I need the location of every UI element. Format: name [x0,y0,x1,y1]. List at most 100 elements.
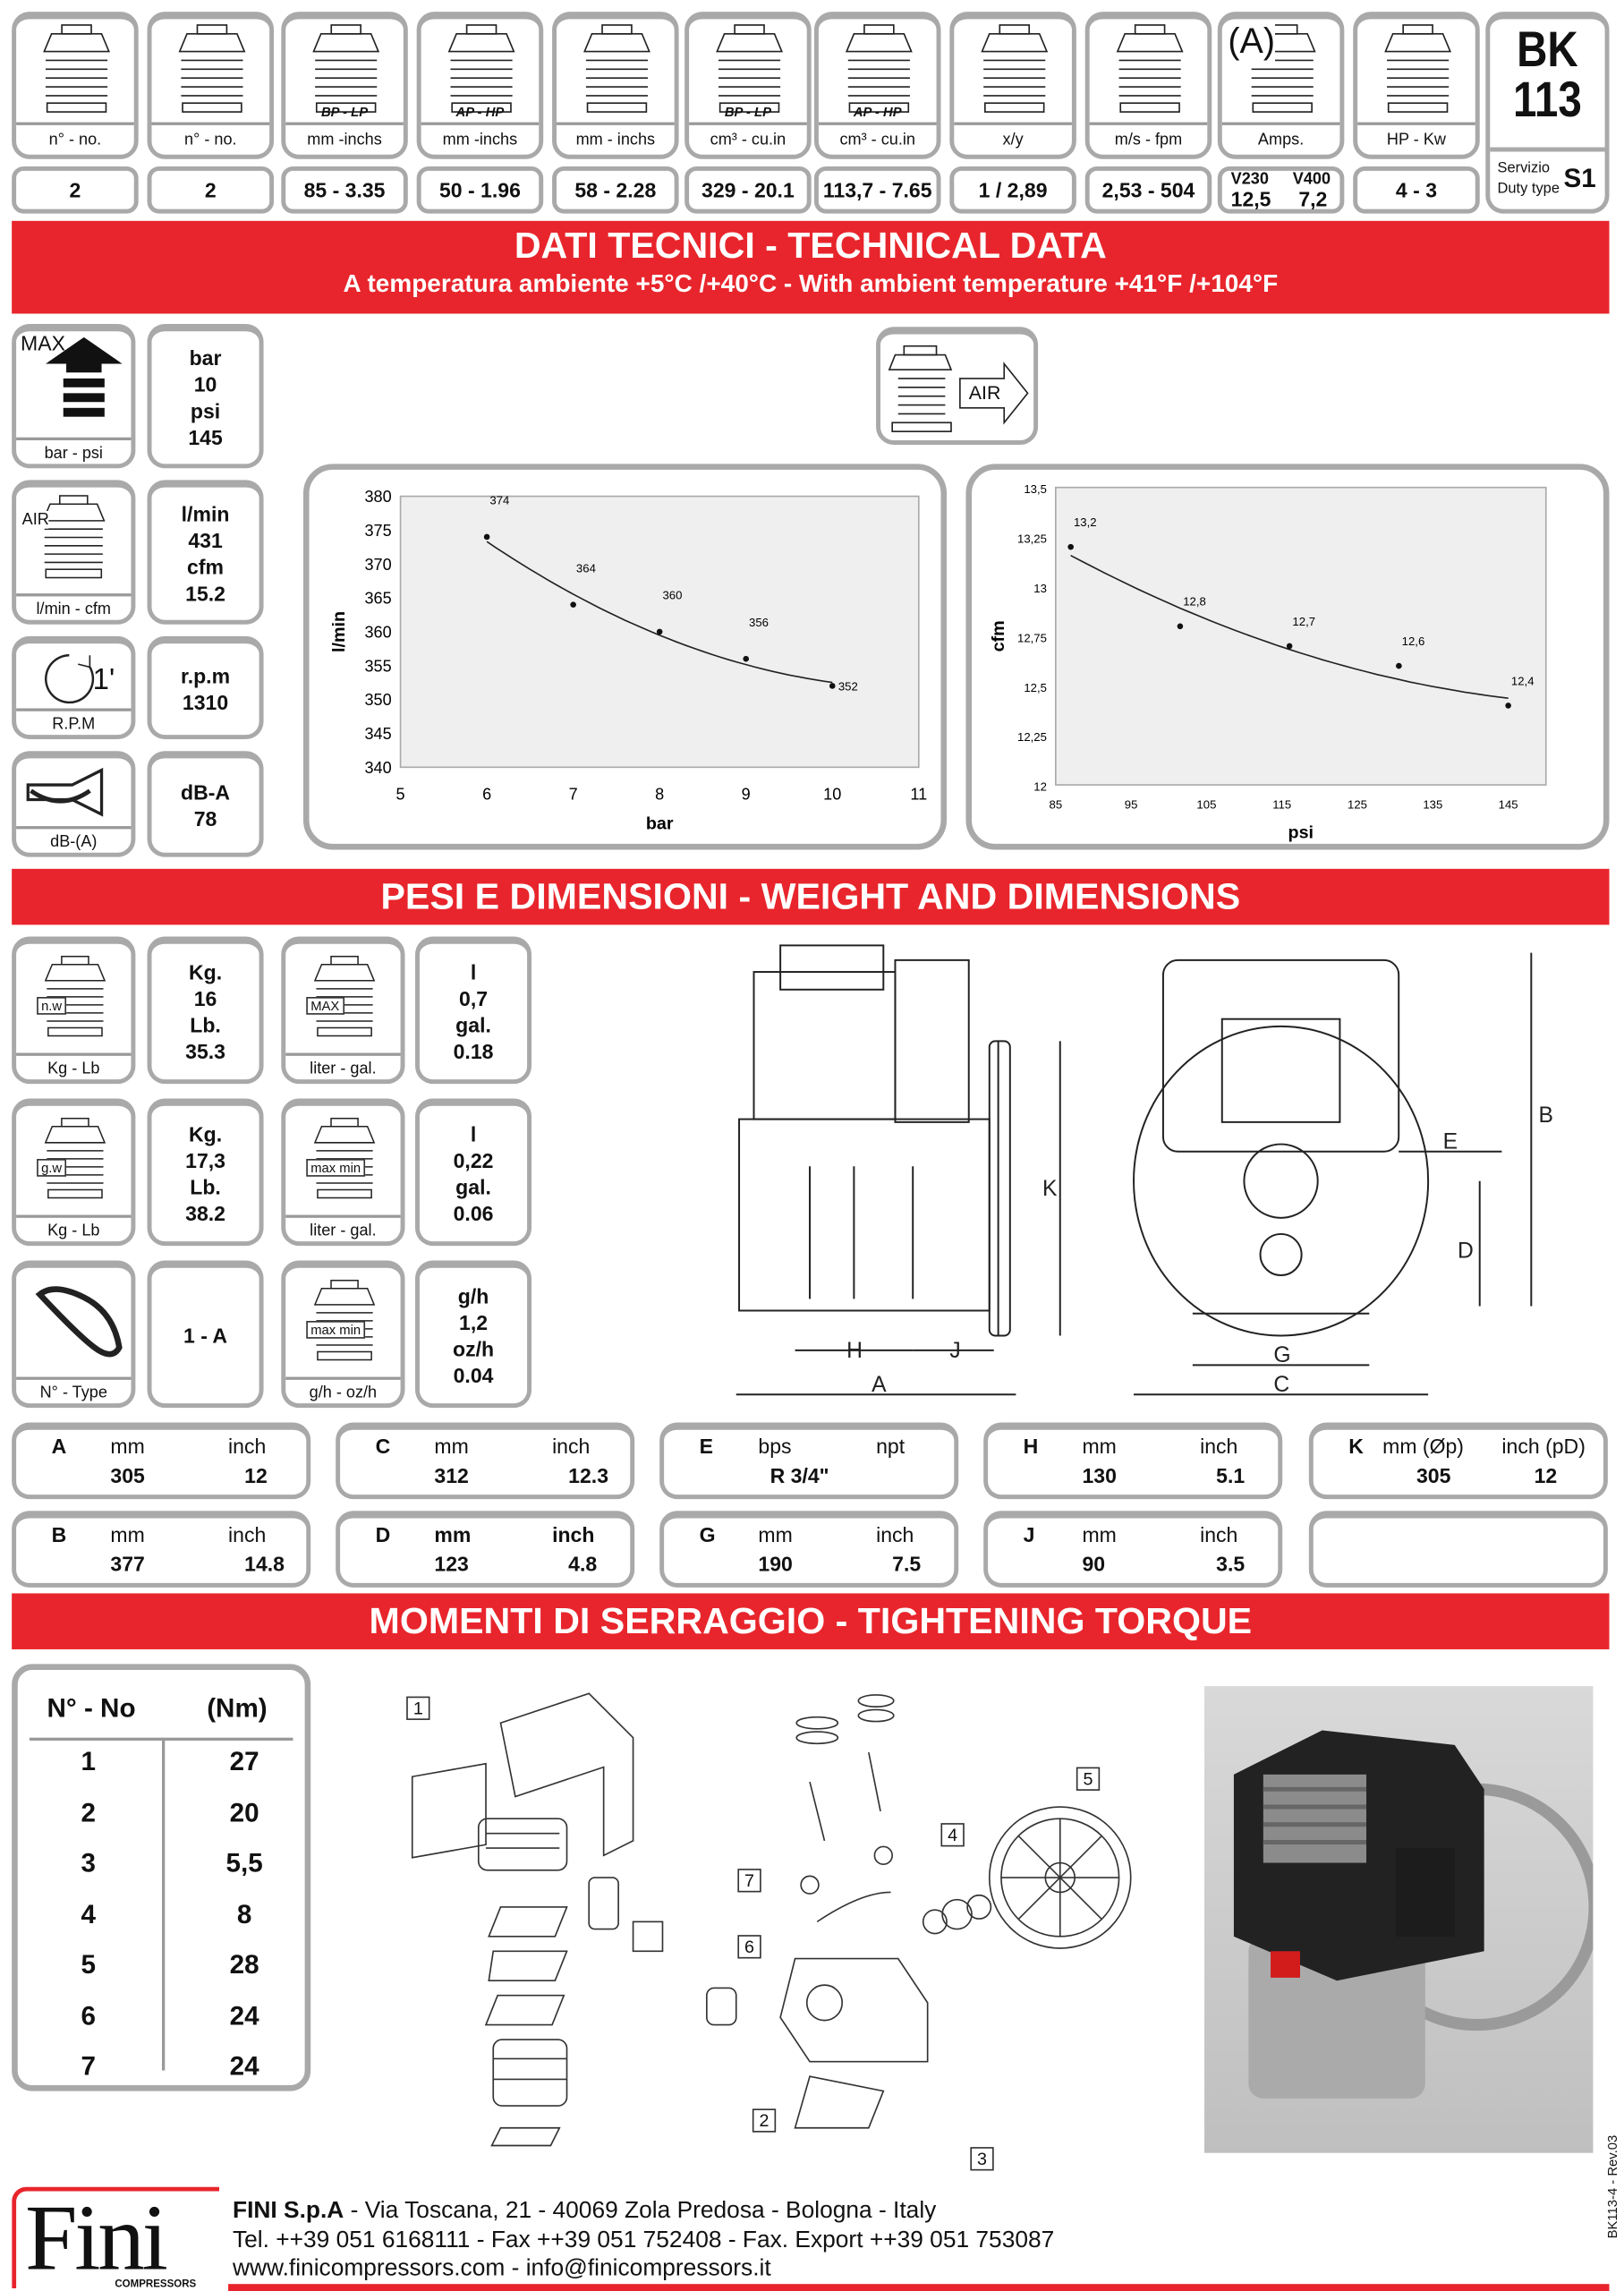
callout-3: 3 [970,2147,994,2171]
dim-letter-e: E [1443,1129,1458,1154]
duty-value: S1 [1563,163,1596,193]
dimension-unit-1: mm [1082,1434,1117,1459]
footer-address: FINI S.p.A - Via Toscana, 21 - 40069 Zol… [233,2199,936,2226]
dimension-value-1: 305 [110,1463,145,1487]
dimension-unit-2: inch [228,1522,267,1546]
weight-icon-label: Kg - Lb [47,1060,100,1078]
x-tick-label: 7 [569,786,578,804]
dimension-letter: A [51,1434,67,1459]
tech-value-line: psi [190,398,221,423]
dimension-letter: K [1348,1434,1364,1459]
trendline [1070,554,1509,699]
spec-sublabel: BP - LP [320,104,369,120]
data-point [656,628,663,635]
tech-icon-text: 1' [92,664,115,697]
x-axis-label: bar [646,813,674,833]
spec-divider [285,122,404,125]
tech-value-line: bar [189,345,222,370]
spec-icon-box-4: mm - inchs [552,12,679,159]
spec-value-box-10: 4 - 3 [1353,166,1480,214]
dimension-unit-1: mm (Øp) [1382,1434,1464,1459]
dimension-unit-2: inch [552,1434,591,1459]
torque-row-number: 1 [81,1746,96,1776]
revision-code: BK113-4 - Rev.03 [1604,2134,1620,2239]
y-axis-label: cfm [989,620,1008,652]
dim-letter-b: B [1539,1103,1553,1128]
data-point [1286,643,1293,650]
spec-value: 2,53 - 504 [1101,178,1195,202]
y-tick-label: 340 [364,759,391,777]
data-label: 12,4 [1511,674,1535,687]
tech-value-line: 145 [188,425,223,449]
tech-value-line: l/min [181,502,230,526]
rpm-icon [25,646,128,712]
weight-value-line: l [470,959,477,984]
amps-symbol: (A) [1228,21,1276,64]
net-weight-icon [28,950,122,1048]
amps-v230-value: 12,5 [1230,186,1271,211]
weight-value-line: 16 [193,986,217,1010]
dimension-value-2: 5.1 [1216,1463,1246,1487]
torque-banner: MOMENTI DI SERRAGGIO - TIGHTENING TORQUE [12,1593,1610,1649]
belt-icon [28,1273,125,1372]
spec-value-box-3: 50 - 1.96 [416,166,544,214]
dim-letter-h: H [846,1339,863,1363]
dim-letter-g: G [1273,1343,1290,1367]
data-point [570,601,576,608]
footer-web[interactable]: www.finicompressors.com - info@finicompr… [232,2255,771,2281]
y-tick-label: 370 [364,556,391,574]
trendline [486,541,833,684]
spec-value: 4 - 3 [1395,178,1438,202]
x-tick-label: 135 [1423,797,1442,811]
dim-letter-a: A [872,1373,887,1397]
spec-value: 113,7 - 7.65 [822,178,932,202]
tech-icon-divider [16,826,132,830]
dimension-unit-2: inch [552,1522,595,1546]
y-tick-label: 12,5 [1024,681,1047,694]
tech-icon-label: bar - psi [44,444,103,463]
spec-unit-label: cm³ - cu.in [710,131,786,149]
weight-value-line: Kg. [188,959,223,984]
compressor-air-icon [888,345,1029,432]
spec-value-box-8: 2,53 - 504 [1084,166,1212,214]
dimension-unit-2: inch (pD) [1501,1434,1586,1459]
torque-row-number: 5 [81,1949,96,1980]
spec-unit-label: Amps. [1257,131,1305,149]
dimension-value-1: 130 [1082,1463,1117,1487]
spec-value: 85 - 3.35 [303,178,386,202]
data-label: 12,7 [1292,615,1315,628]
y-tick-label: 355 [364,657,391,675]
technical-data-banner: DATI TECNICI - TECHNICAL DATA A temperat… [12,220,1610,314]
weight-value-line: Lb. [190,1175,221,1199]
spec-value-box-5: 329 - 20.1 [684,166,812,214]
dim-letter-k: K [1042,1177,1058,1201]
oil-can-icon [297,950,391,1048]
dimension-unit-1: mm [758,1522,793,1546]
torque-row-number: 4 [81,1898,96,1929]
x-tick-label: 145 [1499,797,1518,811]
data-point [1067,543,1074,550]
callout-6: 6 [737,1935,761,1959]
dimension-unit-2: inch [1200,1434,1238,1459]
data-label: 12,8 [1183,595,1206,609]
spec-value: 1 / 2,89 [978,178,1048,202]
torque-row-number: 3 [81,1848,96,1878]
spec-divider [954,122,1072,125]
cylinder-icon [160,22,263,114]
y-tick-label: 12,75 [1017,631,1047,644]
dimension-letter: E [699,1434,713,1459]
motor-icon [1366,22,1469,114]
spec-sublabel: AP - HP [853,104,902,120]
spec-value: 2 [204,178,217,202]
dimension-letter: D [375,1522,391,1546]
dimension-letter: J [1023,1522,1035,1546]
